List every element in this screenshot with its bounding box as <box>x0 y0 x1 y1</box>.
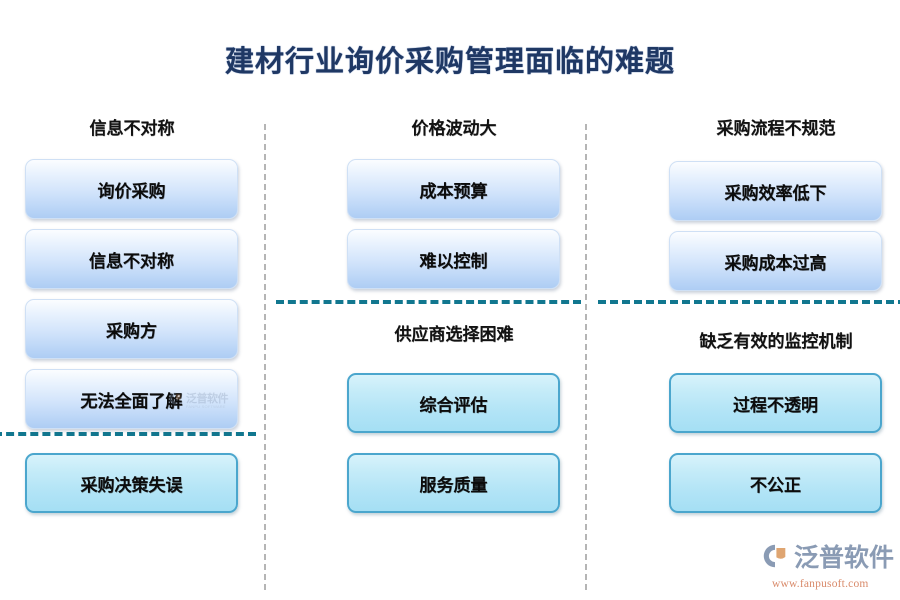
node-c1-s1-2[interactable]: 采购方 <box>25 299 238 359</box>
node-c1-s2-0[interactable]: 采购决策失误 <box>25 453 238 513</box>
node-c3-s2-1[interactable]: 不公正 <box>669 453 882 513</box>
horizontal-divider-column-3 <box>598 300 900 304</box>
logo-url: www.fanpusoft.com <box>772 578 869 590</box>
column-nonstandard-process: 采购流程不规范 采购效率低下 采购成本过高 缺乏有效的监控机制 过程不透明 不公… <box>644 0 900 600</box>
column-information-asymmetry: 信息不对称 询价采购 信息不对称 采购方 无法全面了解 采购决策失误 <box>0 0 264 600</box>
node-c2-s1-1[interactable]: 难以控制 <box>347 229 560 289</box>
horizontal-divider-column-1 <box>0 432 256 436</box>
node-c2-s2-0[interactable]: 综合评估 <box>347 373 560 433</box>
node-c3-s1-1[interactable]: 采购成本过高 <box>669 231 882 291</box>
horizontal-divider-column-2 <box>276 300 581 304</box>
node-c1-s1-3[interactable]: 无法全面了解 <box>25 369 238 429</box>
column-2-heading-1: 价格波动大 <box>411 119 497 138</box>
column-3-heading-2: 缺乏有效的监控机制 <box>699 332 853 351</box>
brand-logo: 泛普软件 www.fanpusoft.com <box>760 541 895 590</box>
vertical-divider-2 <box>585 124 587 590</box>
node-c3-s1-0[interactable]: 采购效率低下 <box>669 161 882 221</box>
column-3-heading-1: 采购流程不规范 <box>716 119 836 138</box>
logo-brand-cn: 泛普软件 <box>794 544 895 572</box>
node-c3-s2-0[interactable]: 过程不透明 <box>669 373 882 433</box>
column-price-volatility: 价格波动大 成本预算 难以控制 供应商选择困难 综合评估 服务质量 <box>322 0 586 600</box>
node-c1-s1-1[interactable]: 信息不对称 <box>25 229 238 289</box>
vertical-divider-1 <box>264 124 266 590</box>
node-c1-s1-0[interactable]: 询价采购 <box>25 159 238 219</box>
page-title: 建材行业询价采购管理面临的难题 <box>224 46 675 78</box>
node-c2-s1-0[interactable]: 成本预算 <box>347 159 560 219</box>
column-1-heading-1: 信息不对称 <box>89 119 175 138</box>
node-c2-s2-1[interactable]: 服务质量 <box>347 453 560 513</box>
logo-mark-icon <box>760 541 790 576</box>
column-2-heading-2: 供应商选择困难 <box>394 325 514 344</box>
